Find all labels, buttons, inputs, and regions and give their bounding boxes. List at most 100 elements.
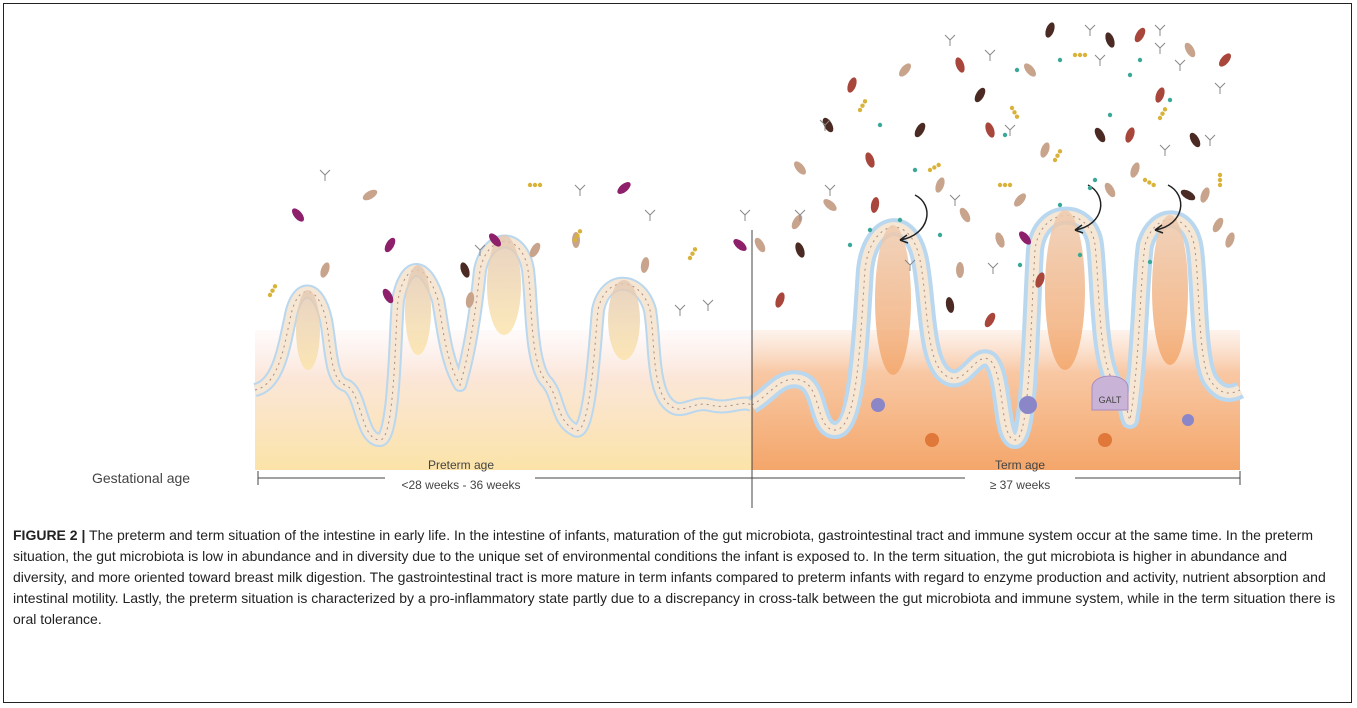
coccus-chain (1218, 173, 1222, 177)
bacterium (290, 206, 306, 223)
metabolite-dot (1128, 73, 1132, 77)
bacterium (945, 296, 956, 313)
bacterium (319, 261, 332, 279)
bacterium (994, 231, 1007, 249)
antibody (1160, 145, 1170, 156)
bacterium (1183, 41, 1198, 59)
metabolite-dot (1093, 178, 1097, 182)
antibody (575, 185, 585, 196)
coccus-chain (1003, 183, 1007, 187)
bacterium (983, 311, 998, 329)
bacterium (1104, 31, 1117, 49)
coccus-chain (1158, 116, 1162, 120)
bacterium (913, 121, 928, 139)
antibody (645, 210, 655, 221)
bacterium (731, 237, 748, 253)
coccus-chain (863, 99, 867, 103)
coccus-chain (268, 293, 272, 297)
coccus-chain (1147, 180, 1151, 184)
coccus-chain (1010, 106, 1014, 110)
coccus-chain (936, 163, 940, 167)
coccus-chain (688, 256, 692, 260)
figure-caption: FIGURE 2 | The preterm and term situatio… (13, 525, 1343, 630)
metabolite-dot (1018, 263, 1022, 267)
bacterium (1154, 86, 1167, 104)
bacterium (870, 196, 881, 213)
antibody (985, 50, 995, 61)
antibody (988, 263, 998, 274)
coccus-chain (1163, 107, 1167, 111)
bacterium (1044, 21, 1057, 39)
coccus-chain (270, 288, 274, 292)
coccus-chain (932, 165, 936, 169)
bacterium (383, 236, 398, 254)
metabolite-dot (1138, 58, 1142, 62)
bacterium (794, 241, 807, 259)
preterm-title: Preterm age (428, 458, 494, 472)
antibody (825, 185, 835, 196)
metabolite-dot (848, 243, 852, 247)
metabolite-dot (1168, 98, 1172, 102)
metabolite-dot (913, 168, 917, 172)
bacterium (640, 256, 651, 273)
coccus-chain (690, 251, 694, 255)
coccus-chain (1078, 53, 1082, 57)
coccus-chain (1058, 149, 1062, 153)
coccus-chain (928, 168, 932, 172)
bacterium (1039, 141, 1052, 159)
bacterium (984, 121, 997, 139)
antibody (1155, 43, 1165, 54)
metabolite-dot (1003, 133, 1007, 137)
coccus-chain (573, 238, 577, 242)
metabolite-dot (938, 233, 942, 237)
antibody (1205, 135, 1215, 146)
coccus-chain (1055, 153, 1059, 157)
coccus-chain (693, 247, 697, 251)
antibody (1085, 25, 1095, 36)
antibody (1175, 60, 1185, 71)
antibody (1215, 83, 1225, 94)
coccus-chain (1012, 110, 1016, 114)
bacterium (1129, 161, 1142, 179)
bacterium (1188, 131, 1203, 149)
preterm-range: <28 weeks - 36 weeks (401, 478, 520, 492)
galt-node: GALT (1092, 376, 1128, 410)
bacterium (934, 176, 947, 194)
metabolite-dot (1015, 68, 1019, 72)
coccus-chain (860, 103, 864, 107)
metabolite-dot (868, 228, 872, 232)
bacterium (1103, 181, 1118, 199)
metabolite-dot (1148, 260, 1152, 264)
coccus-chain (1143, 178, 1147, 182)
antibody (320, 170, 330, 181)
bacterium (958, 206, 973, 224)
coccus-chain (578, 229, 582, 233)
coccus-chain (1218, 183, 1222, 187)
bacterium (459, 261, 472, 279)
coccus-chain (998, 183, 1002, 187)
bacterium (361, 188, 379, 203)
coccus-chain (538, 183, 542, 187)
metabolite-dot (1078, 253, 1082, 257)
metabolite-dot (898, 218, 902, 222)
antibody (675, 305, 685, 316)
coccus-chain (575, 233, 579, 237)
metabolite-dot (1108, 113, 1112, 117)
antibody (945, 35, 955, 46)
antibody (1155, 25, 1165, 36)
term-title: Term age (995, 458, 1045, 472)
bacterium (846, 76, 859, 94)
bacterium (792, 159, 808, 176)
coccus-chain (1015, 114, 1019, 118)
metabolite-dot (878, 123, 882, 127)
bacterium (1211, 216, 1226, 234)
coccus-chain (1073, 53, 1077, 57)
metabolite-dot (1058, 203, 1062, 207)
coccus-chain (1160, 111, 1164, 115)
metabolite-dot (1058, 58, 1062, 62)
bacterium (973, 86, 988, 104)
coccus-chain (273, 284, 277, 288)
bacterium (1179, 188, 1197, 203)
coccus-chain (1053, 158, 1057, 162)
bacterium (954, 56, 967, 74)
